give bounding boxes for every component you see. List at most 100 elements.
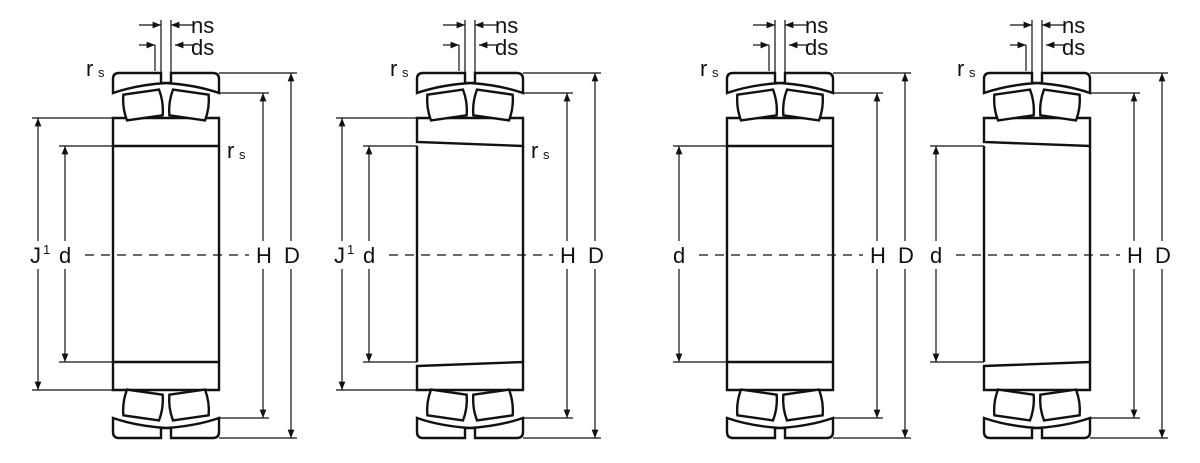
roller-body xyxy=(425,388,469,422)
rs-label-sub: s xyxy=(712,65,719,80)
roller-body xyxy=(1038,88,1082,122)
outer-ring-top xyxy=(725,71,835,95)
ns-label: ns xyxy=(1062,13,1085,38)
rs-label: r xyxy=(390,56,397,81)
rs-label: r xyxy=(957,56,964,81)
rs2-label-sub: s xyxy=(239,147,246,162)
d-label-bg xyxy=(928,241,944,269)
outer-ring-bottom xyxy=(111,416,221,440)
inner-ring-top xyxy=(725,116,835,148)
roller xyxy=(425,388,469,422)
roller-body xyxy=(121,88,165,122)
rs-label: r xyxy=(86,56,93,81)
inner-ring-bottom xyxy=(415,360,525,392)
d-label: d xyxy=(673,243,685,268)
inner-ring-top xyxy=(982,116,1092,148)
roller xyxy=(1038,388,1082,422)
outer-ring-top xyxy=(982,71,1092,95)
roller xyxy=(992,388,1036,422)
rs2-label: r xyxy=(227,138,234,163)
roller-body xyxy=(781,88,825,122)
d-label-bg xyxy=(57,241,73,269)
roller-body xyxy=(992,388,1036,422)
D-label: D xyxy=(1155,243,1171,268)
H-label: H xyxy=(870,243,886,268)
ns-label: ns xyxy=(191,13,214,38)
outer-ring-top xyxy=(111,71,221,95)
inner-ring-bottom xyxy=(725,360,835,392)
ns-label: ns xyxy=(495,13,518,38)
J1-label-sub: 1 xyxy=(347,242,354,257)
J1-label-bg xyxy=(28,241,50,269)
H-label-bg xyxy=(1125,241,1143,269)
rs-label: r xyxy=(700,56,707,81)
D-label: D xyxy=(898,243,914,268)
ds-label: ds xyxy=(495,35,518,60)
roller xyxy=(167,388,211,422)
roller xyxy=(735,88,779,122)
ds-label: ds xyxy=(805,35,828,60)
ds-label: ds xyxy=(191,35,214,60)
rs-label-sub: s xyxy=(402,65,409,80)
D-label: D xyxy=(588,243,604,268)
outer-ring-bottom xyxy=(725,416,835,440)
roller xyxy=(471,388,515,422)
roller-body xyxy=(735,88,779,122)
roller xyxy=(471,88,515,122)
D-label-bg xyxy=(282,241,300,269)
D-label-bg xyxy=(586,241,604,269)
roller-body xyxy=(121,388,165,422)
roller-body xyxy=(167,388,211,422)
H-label-bg xyxy=(868,241,886,269)
roller xyxy=(735,388,779,422)
roller xyxy=(121,388,165,422)
roller xyxy=(121,88,165,122)
outer-ring-bottom xyxy=(415,416,525,440)
rs-label-sub: s xyxy=(969,65,976,80)
d-label: d xyxy=(59,243,71,268)
D-label: D xyxy=(284,243,300,268)
H-label-bg xyxy=(558,241,576,269)
roller xyxy=(992,88,1036,122)
outer-ring-bottom xyxy=(982,416,1092,440)
rs2-label-sub: s xyxy=(543,147,550,162)
d-label: d xyxy=(930,243,942,268)
roller-body xyxy=(471,388,515,422)
H-label: H xyxy=(256,243,272,268)
roller xyxy=(1038,88,1082,122)
inner-ring-top xyxy=(111,116,221,148)
d-label: d xyxy=(363,243,375,268)
roller xyxy=(425,88,469,122)
D-label-bg xyxy=(896,241,914,269)
roller-body xyxy=(781,388,825,422)
J1-label: J xyxy=(334,243,345,268)
ns-label: ns xyxy=(805,13,828,38)
roller xyxy=(781,88,825,122)
inner-ring-top xyxy=(415,116,525,148)
roller-body xyxy=(425,88,469,122)
roller-body xyxy=(471,88,515,122)
inner-ring-bottom xyxy=(982,360,1092,392)
H-label-bg xyxy=(254,241,272,269)
rs-label-sub: s xyxy=(98,65,105,80)
inner-ring-bottom xyxy=(111,360,221,392)
roller xyxy=(167,88,211,122)
outer-ring-top xyxy=(415,71,525,95)
roller-body xyxy=(735,388,779,422)
d-label-bg xyxy=(671,241,687,269)
J1-label-sub: 1 xyxy=(43,242,50,257)
ds-label: ds xyxy=(1062,35,1085,60)
roller xyxy=(781,388,825,422)
H-label: H xyxy=(560,243,576,268)
d-label-bg xyxy=(361,241,377,269)
H-label: H xyxy=(1127,243,1143,268)
D-label-bg xyxy=(1153,241,1171,269)
J1-label-bg xyxy=(332,241,354,269)
roller-body xyxy=(1038,388,1082,422)
J1-label: J xyxy=(30,243,41,268)
roller-body xyxy=(992,88,1036,122)
